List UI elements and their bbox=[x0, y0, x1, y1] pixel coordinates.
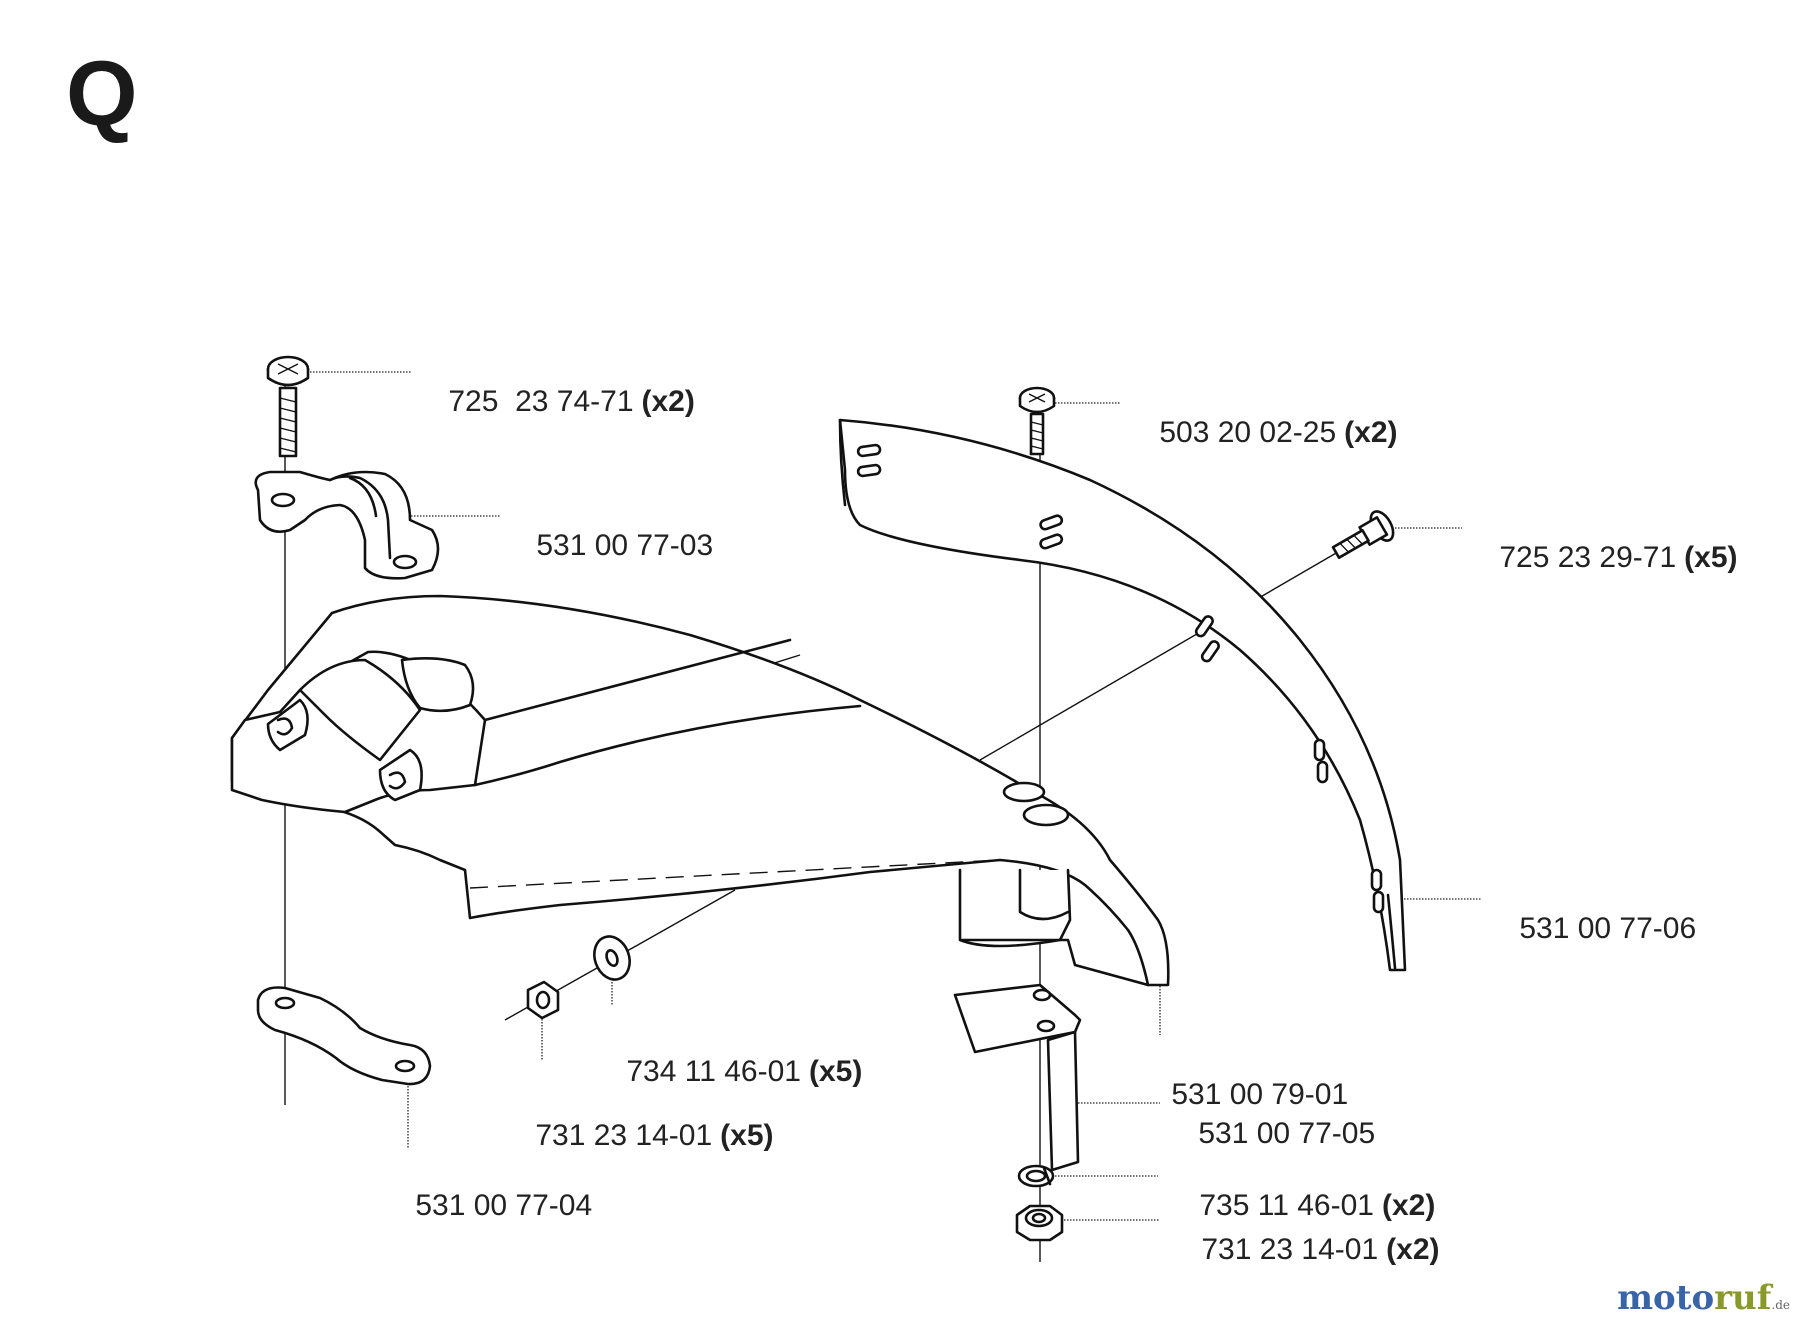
part-number: 731 23 14-01 bbox=[535, 1119, 713, 1152]
plate-531-00-77-04 bbox=[256, 986, 432, 1086]
part-label-531-00-77-05: 531 00 77-05 bbox=[1165, 1089, 1375, 1179]
part-number: 735 11 46-01 bbox=[1199, 1189, 1374, 1222]
part-number: 531 00 77-05 bbox=[1198, 1117, 1376, 1150]
part-label-531-00-77-03: 531 00 77-03 bbox=[503, 501, 713, 591]
part-label-734-11-46-01: 734 11 46-01(x5) bbox=[593, 1027, 862, 1117]
section-letter: Q bbox=[66, 43, 138, 145]
spring-washer-735-11-46-01 bbox=[1017, 1164, 1055, 1188]
part-qty: (x2) bbox=[1381, 1189, 1436, 1222]
part-number: 531 00 77-06 bbox=[1519, 912, 1697, 945]
part-qty: (x5) bbox=[1684, 541, 1738, 574]
part-qty: (x2) bbox=[1344, 416, 1398, 449]
part-label-735-11-46-01: 735 11 46-01(x2) bbox=[1166, 1161, 1435, 1251]
part-number: 531 00 77-04 bbox=[415, 1189, 593, 1222]
part-number: 503 20 02-25 bbox=[1159, 416, 1337, 449]
part-label-725-23-29-71: 725 23 29-71(x5) bbox=[1466, 513, 1738, 603]
part-number: 734 11 46-01 bbox=[626, 1055, 801, 1088]
bolt-725-23-74-71 bbox=[266, 355, 310, 458]
part-number: 725 23 74-71 bbox=[448, 385, 634, 418]
part-label-731-23-14-01-x5: 731 23 14-01(x5) bbox=[502, 1091, 774, 1181]
part-number: 725 23 29-71 bbox=[1499, 541, 1677, 574]
washer-734-11-46-01 bbox=[593, 935, 631, 981]
watermark-tld: .de bbox=[1771, 1298, 1790, 1312]
guard-body-531-00-79-01 bbox=[230, 594, 1170, 987]
part-label-731-23-14-01-x2: 731 23 14-01(x2) bbox=[1168, 1205, 1440, 1295]
part-number: 531 00 77-03 bbox=[536, 529, 714, 562]
part-label-503-20-02-25: 503 20 02-25(x2) bbox=[1126, 388, 1398, 478]
part-qty: (x2) bbox=[1386, 1233, 1440, 1266]
part-qty: (x2) bbox=[641, 385, 695, 418]
part-number: 731 23 14-01 bbox=[1201, 1233, 1379, 1266]
nut-731-23-14-01-x5 bbox=[526, 980, 560, 1020]
part-qty: (x5) bbox=[808, 1055, 863, 1088]
part-label-531-00-79-01: 531 00 79-01 bbox=[1138, 1050, 1348, 1140]
part-qty: (x5) bbox=[720, 1119, 774, 1152]
part-label-725-23-74-71: 725 23 74-71(x2) bbox=[415, 357, 695, 447]
screw-725-23-29-71 bbox=[1331, 510, 1395, 559]
axis-line-bolt bbox=[979, 544, 1351, 761]
clamp-531-00-77-03 bbox=[254, 470, 440, 580]
nut-731-23-14-01-x2 bbox=[1015, 1204, 1064, 1242]
watermark-part: to bbox=[1675, 1278, 1715, 1318]
watermark-part: mo bbox=[1617, 1278, 1676, 1318]
watermark-logo: motoruf.de bbox=[1617, 1278, 1790, 1318]
part-label-531-00-77-04: 531 00 77-04 bbox=[382, 1161, 592, 1251]
part-label-531-00-77-06: 531 00 77-06 bbox=[1486, 884, 1696, 974]
part-number: 531 00 79-01 bbox=[1171, 1078, 1349, 1111]
bracket-531-00-77-05 bbox=[953, 983, 1082, 1172]
watermark-part: ruf bbox=[1714, 1278, 1772, 1318]
shield-531-00-77-06 bbox=[838, 418, 1407, 972]
screw-503-20-02-25 bbox=[1018, 386, 1056, 456]
